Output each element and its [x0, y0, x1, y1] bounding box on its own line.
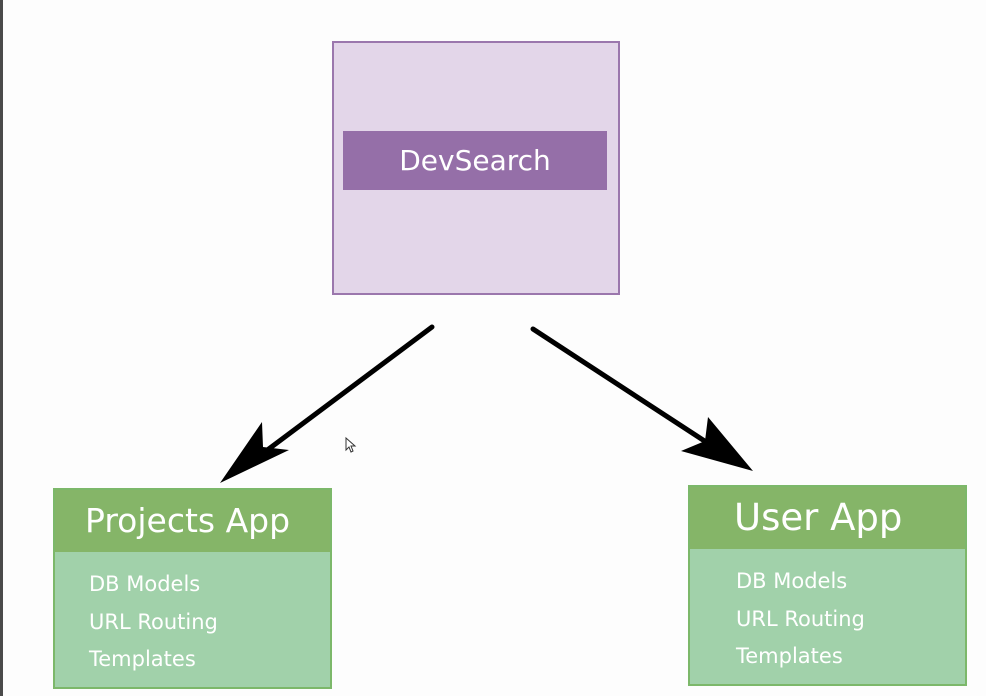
projects-app-box: Projects App DB Models URL Routing Templ… — [53, 488, 332, 689]
devsearch-label: DevSearch — [343, 131, 607, 190]
user-app-item-templates: Templates — [736, 644, 843, 668]
projects-app-item-url-routing: URL Routing — [89, 609, 218, 634]
window-left-edge — [0, 0, 3, 696]
projects-app-contents: DB Models URL Routing Templates — [55, 552, 330, 679]
arrow-to-user-app — [530, 326, 753, 471]
projects-app-title: Projects App — [55, 490, 330, 552]
arrow-to-projects-app — [220, 324, 435, 483]
projects-app-item-db-models: DB Models — [89, 572, 201, 596]
user-app-contents: DB Models URL Routing Templates — [690, 549, 965, 676]
projects-app-item-templates: Templates — [89, 647, 196, 671]
mouse-pointer-icon — [345, 436, 357, 453]
user-app-title: User App — [690, 487, 965, 549]
user-app-item-url-routing: URL Routing — [736, 606, 865, 631]
user-app-item-db-models: DB Models — [736, 569, 848, 593]
user-app-box: User App DB Models URL Routing Templates — [688, 485, 967, 686]
